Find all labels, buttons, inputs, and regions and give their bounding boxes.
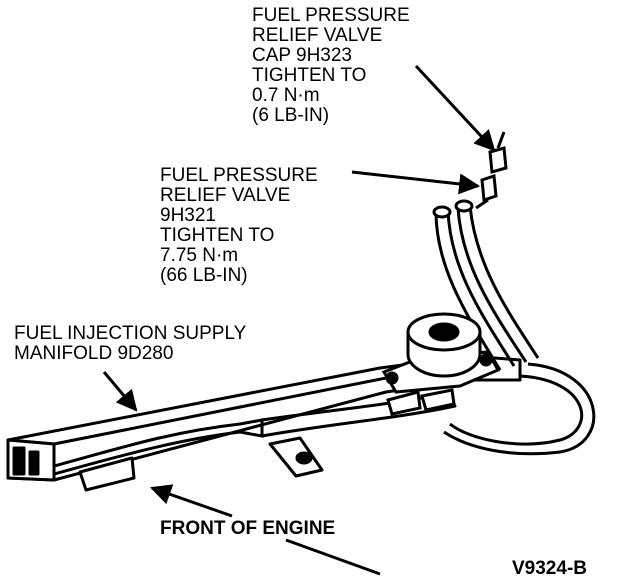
mounting-brackets: [78, 436, 324, 492]
callout-line: RELIEF VALVE: [252, 25, 383, 46]
relief-valve-callout: FUEL PRESSURE RELIEF VALVE 9H321 TIGHTEN…: [160, 166, 318, 286]
pressure-regulator: [381, 312, 501, 416]
callout-line: 0.7 N·m: [252, 85, 320, 106]
callout-line: CAP 9H323: [252, 45, 352, 66]
callout-line: FUEL INJECTION SUPPLY: [14, 323, 247, 344]
callout-line: 9H321: [160, 205, 216, 226]
callout-line: TIGHTEN TO: [160, 225, 275, 246]
manifold-callout: FUEL INJECTION SUPPLY MANIFOLD 9D280: [14, 324, 246, 364]
valve-leader: [351, 170, 481, 195]
callout-line: FUEL PRESSURE: [160, 165, 318, 186]
callout-line: 7.75 N·m: [160, 245, 239, 266]
figure-id: V9324-B: [512, 558, 587, 579]
relief-valve-cap-callout: FUEL PRESSURE RELIEF VALVE CAP 9H323 TIG…: [252, 6, 410, 126]
callout-line: RELIEF VALVE: [160, 185, 291, 206]
front-arrow: [150, 484, 233, 518]
callout-line: (6 LB-IN): [252, 105, 330, 126]
cap-leader: [414, 64, 496, 152]
leader-lines: [102, 64, 496, 576]
callout-line: (66 LB-IN): [160, 265, 248, 286]
callout-line: MANIFOLD 9D280: [14, 343, 174, 364]
callout-line: TIGHTEN TO: [252, 65, 367, 86]
callout-line: FUEL PRESSURE: [252, 5, 410, 26]
front-of-engine-label: FRONT OF ENGINE: [160, 518, 336, 539]
relief-valve-fittings: [475, 131, 508, 210]
front-leader-tail: [285, 538, 381, 576]
manifold-leader: [102, 371, 138, 412]
